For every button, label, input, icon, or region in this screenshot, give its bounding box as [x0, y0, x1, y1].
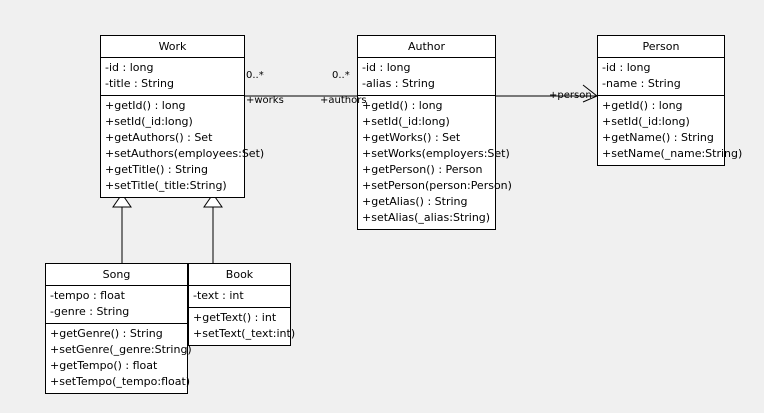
attribute-row: -name : String — [602, 77, 681, 90]
operation-row: +setId(_id:long) — [602, 115, 690, 128]
uml-class-author[interactable]: Author -id : long -alias : String +getId… — [357, 35, 512, 230]
operation-row: +getTitle() : String — [105, 163, 208, 176]
operation-row: +setTempo(_tempo:float) — [50, 375, 191, 388]
uml-class-work[interactable]: Work -id : long -title : String +getId()… — [100, 35, 265, 198]
compartment-divider — [598, 57, 724, 58]
multiplicity-author-side: 0..* — [332, 70, 350, 81]
compartment-divider — [598, 95, 724, 96]
compartment-divider — [101, 57, 244, 58]
operation-row: +getAuthors() : Set — [105, 131, 213, 144]
attributes-compartment-person: -id : long -name : String — [598, 58, 724, 95]
compartment-divider — [358, 57, 495, 58]
operations-compartment-work: +getId() : long +setId(_id:long) +getAut… — [101, 96, 265, 197]
compartment-divider — [358, 95, 495, 96]
attributes-compartment-author: -id : long -alias : String — [358, 58, 495, 95]
operations-compartment-book: +getText() : int +setText(_text:int) — [189, 308, 296, 345]
compartment-divider — [189, 307, 290, 308]
operation-row: +setId(_id:long) — [362, 115, 450, 128]
operation-row: +setGenre(_genre:String) — [50, 343, 192, 356]
compartment-divider — [46, 323, 187, 324]
operation-row: +setAuthors(employees:Set) — [105, 147, 265, 160]
class-name-person: Person — [642, 40, 680, 53]
compartment-divider — [46, 285, 187, 286]
operation-row: +getWorks() : Set — [362, 131, 461, 144]
attributes-compartment-work: -id : long -title : String — [101, 58, 244, 95]
operation-row: +setTitle(_title:String) — [105, 179, 227, 192]
operation-row: +setText(_text:int) — [193, 327, 296, 340]
compartment-divider — [101, 95, 244, 96]
operations-compartment-person: +getId() : long +setId(_id:long) +getNam… — [598, 96, 743, 165]
attribute-row: -tempo : float — [50, 289, 125, 302]
operation-row: +getId() : long — [362, 99, 443, 112]
operation-row: +getText() : int — [193, 311, 277, 324]
operation-row: +getId() : long — [105, 99, 186, 112]
class-name-work: Work — [158, 40, 187, 53]
operation-row: +getAlias() : String — [362, 195, 468, 208]
class-name-author: Author — [407, 40, 446, 53]
role-person: +person — [549, 90, 592, 101]
uml-class-book[interactable]: Book -text : int +getText() : int +setTe… — [188, 263, 296, 346]
operation-row: +setPerson(person:Person) — [362, 179, 512, 192]
operation-row: +getPerson() : Person — [362, 163, 483, 176]
operation-row: +getName() : String — [602, 131, 714, 144]
attribute-row: -text : int — [193, 289, 244, 302]
operation-row: +getTempo() : float — [50, 359, 158, 372]
attribute-row: -alias : String — [362, 77, 435, 90]
operation-row: +getId() : long — [602, 99, 683, 112]
operations-compartment-song: +getGenre() : String +setGenre(_genre:St… — [46, 324, 192, 393]
operation-row: +setWorks(employers:Set) — [362, 147, 510, 160]
role-authors: +authors — [320, 95, 367, 106]
operation-row: +setName(_name:String) — [602, 147, 743, 160]
operations-compartment-author: +getId() : long +setId(_id:long) +getWor… — [358, 96, 512, 229]
attributes-compartment-song: -tempo : float -genre : String — [46, 286, 187, 323]
compartment-divider — [189, 285, 290, 286]
operation-row: +setId(_id:long) — [105, 115, 193, 128]
multiplicity-work-side: 0..* — [246, 70, 264, 81]
attribute-row: -title : String — [105, 77, 175, 90]
uml-class-person[interactable]: Person -id : long -name : String +getId(… — [597, 35, 743, 166]
attribute-row: -id : long — [602, 61, 651, 74]
attribute-row: -id : long — [105, 61, 154, 74]
operation-row: +setAlias(_alias:String) — [362, 211, 491, 224]
operation-row: +getGenre() : String — [50, 327, 163, 340]
class-name-song: Song — [102, 268, 131, 281]
uml-class-song[interactable]: Song -tempo : float -genre : String +get… — [45, 263, 192, 394]
role-works: +works — [246, 95, 284, 106]
attribute-row: -genre : String — [50, 305, 130, 318]
class-name-book: Book — [225, 268, 254, 281]
attributes-compartment-book: -text : int — [189, 286, 290, 307]
attribute-row: -id : long — [362, 61, 411, 74]
